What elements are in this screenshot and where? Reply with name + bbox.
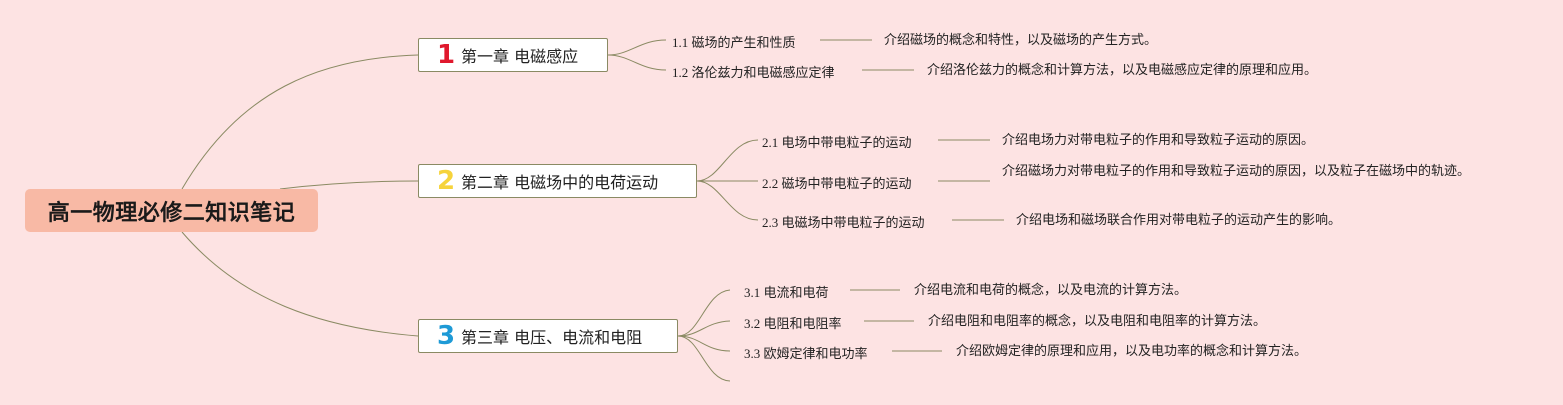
chapter-number-badge: 1 bbox=[437, 40, 456, 70]
chapter-2-branch-line bbox=[696, 139, 759, 182]
chapter-number-badge: 2 bbox=[437, 166, 456, 196]
chapter-label: 第一章 电磁感应 bbox=[461, 47, 579, 66]
topic-label: 2.3 电磁场中带电粒子的运动 bbox=[762, 215, 925, 230]
chapter-3-branch-line bbox=[677, 320, 731, 337]
topic-node-3-3[interactable]: 3.3 欧姆定律和电功率 bbox=[744, 343, 868, 362]
root-to-chapter-2-line bbox=[279, 180, 419, 190]
chapter-node-3[interactable]: 3 第三章 电压、电流和电阻 bbox=[418, 319, 678, 353]
topic-label: 3.3 欧姆定律和电功率 bbox=[744, 346, 868, 361]
topic-label: 3.1 电流和电荷 bbox=[744, 285, 829, 300]
topic-node-2-1[interactable]: 2.1 电场中带电粒子的运动 bbox=[762, 132, 912, 151]
chapter-1-branch-line bbox=[607, 39, 667, 56]
topic-label: 2.1 电场中带电粒子的运动 bbox=[762, 135, 912, 150]
chapter-3-branch-line bbox=[677, 289, 731, 337]
topic-description: 介绍磁场力对带电粒子的作用和导致粒子运动的原因，以及粒子在磁场中的轨迹。 bbox=[1002, 164, 1471, 179]
topic-description: 介绍欧姆定律的原理和应用，以及电功率的概念和计算方法。 bbox=[956, 344, 1308, 359]
topic-node-2-2[interactable]: 2.2 磁场中带电粒子的运动 bbox=[762, 173, 912, 192]
root-to-chapter-1-line bbox=[181, 54, 419, 190]
root-to-chapter-3-line bbox=[181, 231, 419, 337]
topic-description: 介绍电场力对带电粒子的作用和导致粒子运动的原因。 bbox=[1002, 133, 1315, 148]
chapter-node-2[interactable]: 2 第二章 电磁场中的电荷运动 bbox=[418, 164, 697, 198]
topic-label: 2.2 磁场中带电粒子的运动 bbox=[762, 176, 912, 191]
topic-node-3-2[interactable]: 3.2 电阻和电阻率 bbox=[744, 313, 842, 332]
topic-description: 介绍电流和电荷的概念，以及电流的计算方法。 bbox=[914, 283, 1188, 298]
topic-description: 介绍磁场的概念和特性，以及磁场的产生方式。 bbox=[884, 33, 1158, 48]
chapter-number-badge: 3 bbox=[437, 321, 456, 351]
root-title: 高一物理必修二知识笔记 bbox=[47, 200, 296, 226]
topic-description: 介绍洛伦兹力的概念和计算方法，以及电磁感应定律的原理和应用。 bbox=[927, 63, 1318, 78]
topic-node-1-1[interactable]: 1.1 磁场的产生和性质 bbox=[672, 32, 796, 51]
topic-label: 1.2 洛伦兹力和电磁感应定律 bbox=[672, 65, 835, 80]
chapter-label: 第二章 电磁场中的电荷运动 bbox=[461, 173, 659, 192]
chapter-2-branch-line bbox=[696, 180, 759, 221]
topic-label: 1.1 磁场的产生和性质 bbox=[672, 35, 796, 50]
root-topic[interactable]: 高一物理必修二知识笔记 bbox=[25, 189, 318, 232]
topic-node-2-3[interactable]: 2.3 电磁场中带电粒子的运动 bbox=[762, 212, 925, 231]
chapter-3-branch-line bbox=[677, 335, 731, 382]
chapter-node-1[interactable]: 1 第一章 电磁感应 bbox=[418, 38, 608, 72]
topic-node-3-1[interactable]: 3.1 电流和电荷 bbox=[744, 282, 829, 301]
topic-node-1-2[interactable]: 1.2 洛伦兹力和电磁感应定律 bbox=[672, 62, 835, 81]
topic-description: 介绍电场和磁场联合作用对带电粒子的运动产生的影响。 bbox=[1016, 213, 1342, 228]
chapter-label: 第三章 电压、电流和电阻 bbox=[461, 328, 643, 347]
topic-description: 介绍电阻和电阻率的概念，以及电阻和电阻率的计算方法。 bbox=[928, 314, 1267, 329]
topic-label: 3.2 电阻和电阻率 bbox=[744, 316, 842, 331]
chapter-1-branch-line bbox=[607, 54, 667, 71]
